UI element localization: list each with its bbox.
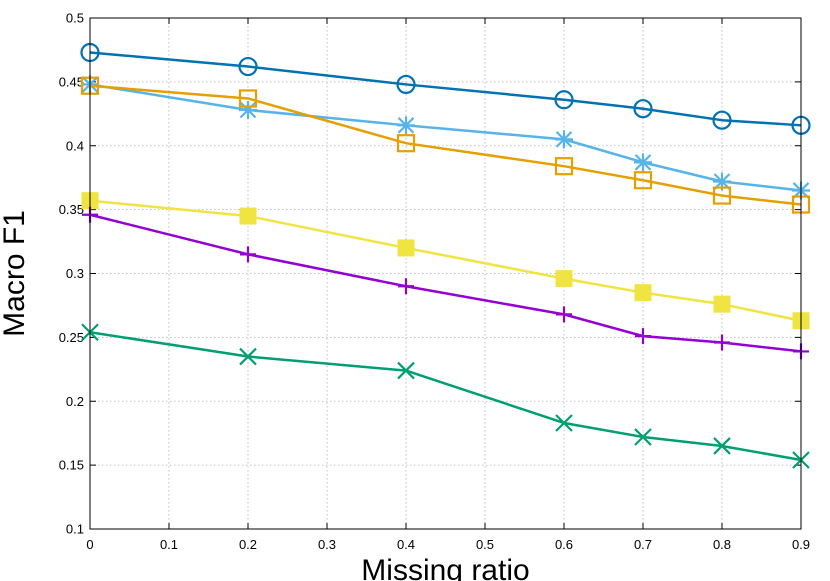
series-4 (81, 192, 810, 330)
x-axis-ticks: 0 0.1 0.2 0.3 0.4 0.5 0.6 0.7 0.8 0.9 (86, 18, 810, 552)
data-point (713, 172, 731, 191)
series-1 (80, 42, 811, 135)
x-tick-label: 0.6 (555, 537, 573, 552)
data-point (397, 361, 415, 380)
series-line (89, 199, 802, 322)
data-point (633, 171, 653, 190)
y-tick-label: 0.25 (59, 330, 84, 345)
y-axis-label: Macro F1 (0, 210, 31, 337)
series-line (89, 213, 802, 353)
series-line (89, 83, 802, 192)
x-tick-label: 0.3 (318, 537, 336, 552)
data-point (634, 428, 652, 446)
x-tick-label: 0 (86, 537, 93, 552)
x-tick-label: 0.5 (476, 537, 494, 552)
data-point (555, 270, 573, 288)
y-tick-label: 0.3 (66, 266, 84, 281)
data-point (239, 100, 257, 119)
y-axis-ticks: 0.1 0.15 0.2 0.25 0.3 0.35 0.4 0.45 0.5 (59, 11, 801, 537)
data-point (239, 347, 257, 366)
data-point (398, 278, 414, 295)
x-tick-label: 0.2 (239, 537, 257, 552)
y-tick-label: 0.35 (59, 202, 84, 217)
series-line (89, 331, 802, 462)
series-6 (81, 323, 810, 469)
data-point (712, 186, 732, 205)
y-tick-label: 0.5 (66, 11, 84, 26)
data-point (556, 306, 572, 323)
series-line (89, 51, 802, 127)
data-point (635, 328, 651, 345)
series-line (89, 84, 802, 206)
x-tick-label: 0.8 (713, 537, 731, 552)
y-tick-label: 0.4 (66, 138, 84, 153)
x-tick-label: 0.9 (792, 537, 810, 552)
data-point (634, 284, 652, 302)
data-point (397, 239, 415, 257)
data-point (713, 437, 731, 455)
data-point (555, 130, 573, 149)
data-point (554, 90, 574, 110)
data-point (238, 89, 258, 108)
series-5 (82, 206, 809, 360)
x-tick-label: 0.1 (160, 537, 178, 552)
data-point (633, 99, 653, 119)
x-tick-label: 0.4 (397, 537, 415, 552)
data-point (555, 414, 573, 432)
y-tick-label: 0.2 (66, 394, 84, 409)
y-tick-label: 0.45 (59, 74, 84, 89)
x-tick-label: 0.7 (634, 537, 652, 552)
data-point (712, 110, 732, 130)
plot-frame (89, 17, 802, 530)
data-point (239, 207, 257, 225)
data-point (397, 116, 415, 135)
data-point (240, 246, 256, 263)
data-point (714, 334, 730, 351)
data-point (554, 157, 574, 176)
data-point (396, 74, 416, 95)
y-tick-label: 0.15 (59, 458, 84, 473)
data-point (634, 153, 652, 172)
x-axis-label: Missing ratio (361, 554, 529, 581)
series-3 (80, 76, 811, 214)
data-point (238, 56, 258, 77)
data-point (396, 134, 416, 153)
data-point (713, 295, 731, 313)
y-tick-label: 0.1 (66, 522, 84, 537)
series-group (80, 42, 811, 469)
